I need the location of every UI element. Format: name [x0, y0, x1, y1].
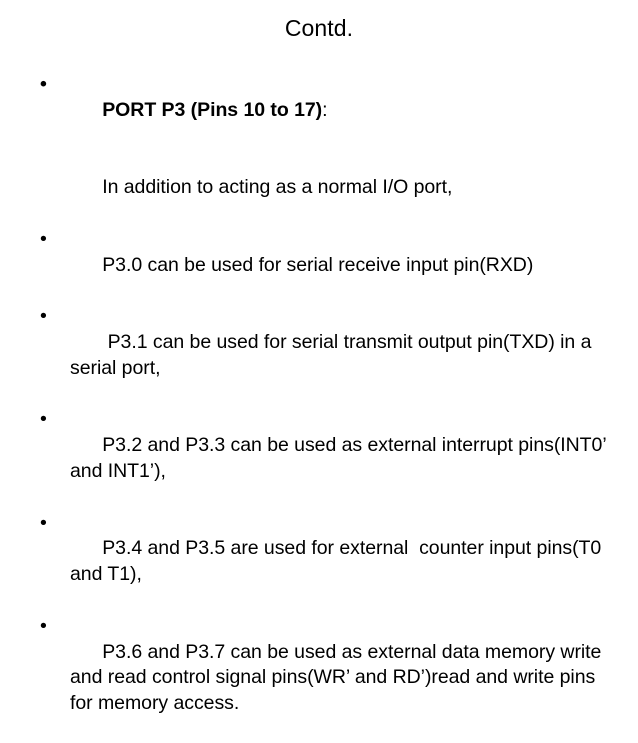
list-item: • P3.2 and P3.3 can be used as external i…: [30, 407, 620, 510]
list-item-label: P3.4 and P3.5 are used for external coun…: [70, 537, 607, 586]
list-item-suffix: :: [322, 98, 328, 121]
bullet-icon: •: [40, 305, 47, 328]
bullet-icon: •: [40, 511, 47, 534]
list-item-label: P3.2 and P3.3 can be used as external in…: [70, 434, 612, 482]
list-item-label: P3.0 can be used for serial receive inpu…: [102, 253, 534, 276]
slide-body: • PORT P3 (Pins 10 to 17): In addition to…: [30, 72, 620, 743]
bullet-icon: •: [40, 73, 47, 95]
list-item-label: PORT P3 (Pins 10 to 17): [102, 98, 323, 121]
page-title: Contd.: [284, 15, 354, 41]
bullet-icon: •: [40, 227, 47, 250]
list-item: • P3.6 and P3.7 can be used as external d…: [30, 614, 620, 743]
bullet-icon: •: [40, 614, 47, 637]
list-item-label: P3.1 can be used for serial transmit out…: [70, 330, 597, 379]
bullet-icon: •: [40, 408, 47, 431]
list-item: • P3.1 can be used for serial transmit o…: [30, 304, 620, 407]
list-item-label: P3.6 and P3.7 can be used as external da…: [70, 640, 607, 715]
list-item: • P3.0 can be used for serial receive inp…: [30, 227, 620, 304]
list-item-label: In addition to acting as a normal I/O po…: [102, 176, 453, 199]
list-item: • PORT P3 (Pins 10 to 17):: [30, 72, 620, 149]
list-item: • P3.4 and P3.5 are used for external cou…: [30, 511, 620, 614]
list-item-continuation: In addition to acting as a normal I/O po…: [30, 149, 620, 226]
slide-canvas: Contd. • PORT P3 (Pins 10 to 17): In addi…: [40, 15, 606, 715]
